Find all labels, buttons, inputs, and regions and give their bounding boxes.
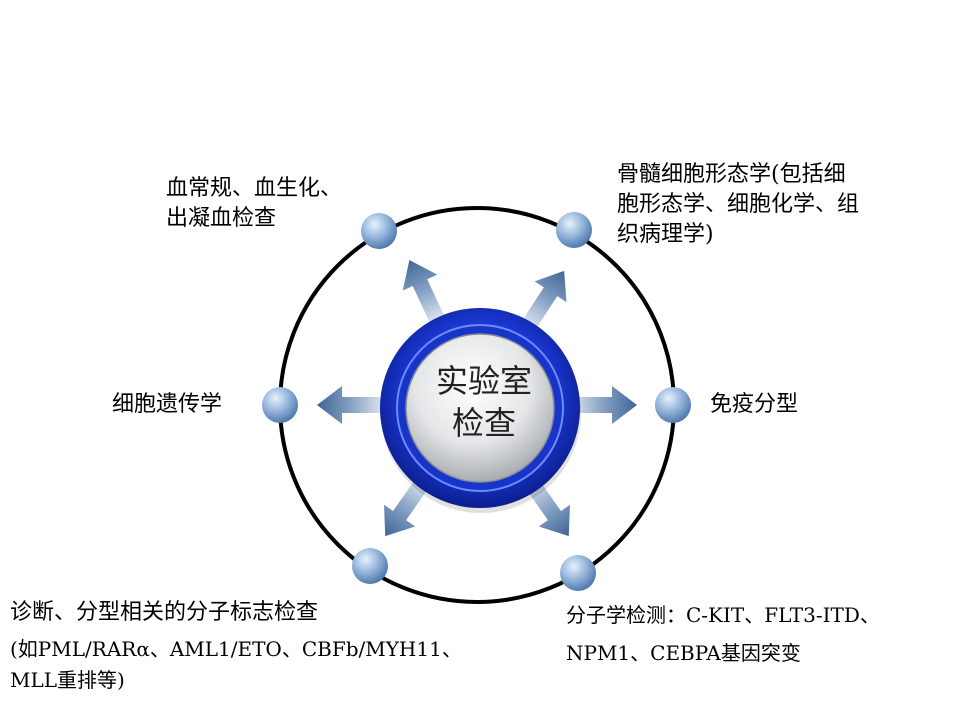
node-sphere-top-right (556, 212, 592, 248)
label-molecular-testing: 分子学检测：C-KIT、FLT3-ITD、 NPM1、CEBPA基因突变 (566, 596, 880, 672)
label-line: 骨髓细胞形态学(包括细 (617, 162, 846, 187)
center-title: 实验室 检查 (412, 360, 556, 444)
node-sphere-bottom-right (560, 555, 596, 591)
node-sphere-bottom-left (352, 548, 388, 584)
label-immunophenotyping: 免疫分型 (710, 390, 798, 420)
label-line: 免疫分型 (710, 392, 799, 417)
label-line: (如PML/RARα、AML1/ETO、CBFb/MYH11、 (10, 637, 462, 661)
label-cytogenetics: 细胞遗传学 (112, 390, 222, 420)
label-blood-tests: 血常规、血生化、 出凝血检查 (166, 174, 342, 234)
label-line: 出凝血检查 (166, 206, 277, 231)
node-sphere-left (262, 387, 298, 423)
center-title-line2: 检查 (451, 404, 516, 442)
center-title-line1: 实验室 (435, 362, 532, 400)
label-line: 血常规、血生化、 (166, 176, 343, 201)
arrow-right (557, 386, 637, 424)
node-sphere-right (655, 387, 691, 423)
node-sphere-top-left (361, 213, 397, 249)
label-line: 分子学检测：C-KIT、FLT3-ITD、 (566, 603, 880, 627)
label-line: MLL重排等) (10, 668, 125, 692)
label-bone-marrow: 骨髓细胞形态学(包括细 胞形态学、细胞化学、组 织病理学) (617, 160, 859, 250)
center-inner-disk (405, 333, 555, 483)
label-line: 胞形态学、细胞化学、组 (617, 192, 860, 217)
label-line: 织病理学) (617, 222, 714, 247)
label-molecular-markers: 诊断、分型相关的分子标志检查 (如PML/RARα、AML1/ETO、CBFb/… (10, 594, 462, 692)
label-line: 诊断、分型相关的分子标志检查 (10, 600, 319, 625)
label-line: NPM1、CEBPA基因突变 (566, 641, 801, 665)
arrow-top-left (402, 259, 451, 336)
arrow-left (317, 386, 397, 424)
label-line: 细胞遗传学 (112, 392, 223, 417)
